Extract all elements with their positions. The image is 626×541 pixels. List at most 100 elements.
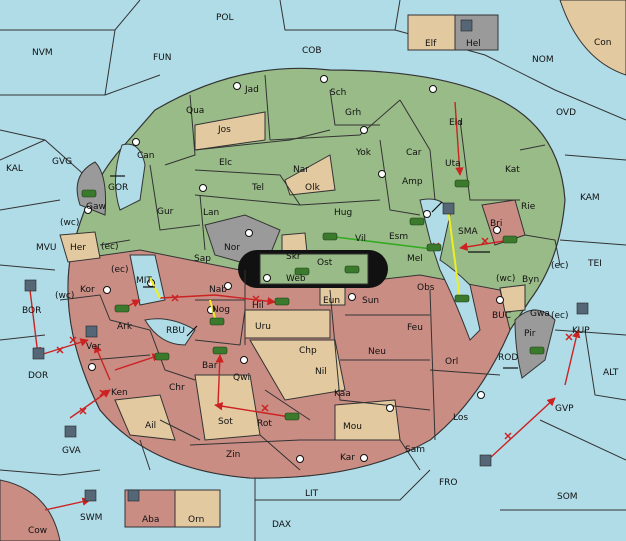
land-label-elc[interactable]: Elc: [219, 158, 232, 168]
sea-label-gvp[interactable]: GVP: [555, 404, 574, 414]
sea-label-mvu[interactable]: MVU: [36, 243, 57, 253]
land-label-chp[interactable]: Chp: [299, 346, 317, 356]
land-label-rot[interactable]: Rot: [257, 419, 272, 429]
sea-label-rbu[interactable]: RBU: [166, 326, 185, 336]
sea-label-tei[interactable]: TEI: [587, 259, 602, 269]
sea-label-alt[interactable]: ALT: [603, 368, 619, 378]
sea-label-cob[interactable]: COB: [302, 46, 322, 56]
land-label-ken[interactable]: Ken: [111, 388, 128, 398]
land-label-hil[interactable]: Hil: [252, 301, 264, 311]
sea-label-pol[interactable]: POL: [216, 13, 234, 23]
land-label-rie[interactable]: Rie: [521, 202, 536, 212]
sea-label-hel[interactable]: Hel: [466, 39, 481, 49]
sea-label-aba[interactable]: Aba: [142, 515, 159, 525]
land-label-ost[interactable]: Ost: [317, 258, 333, 268]
land-label-sam[interactable]: Sam: [405, 445, 425, 455]
land-label-sun[interactable]: Sun: [362, 296, 379, 306]
land-label-tel[interactable]: Tel: [251, 183, 264, 193]
sea-label-swm[interactable]: SWM: [80, 513, 102, 523]
land-label-eld[interactable]: Eld: [449, 118, 463, 128]
sea-label-kal[interactable]: KAL: [6, 164, 23, 174]
land-label-kar[interactable]: Kar: [340, 453, 355, 463]
land-label-uta[interactable]: Uta: [445, 159, 461, 169]
land-label-byn[interactable]: Byn: [522, 275, 539, 285]
land-label-mel[interactable]: Mel: [407, 254, 423, 264]
convoy-line-nog: [209, 299, 216, 319]
land-label-neu[interactable]: Neu: [368, 347, 386, 357]
land-label-skr[interactable]: Skr: [286, 252, 301, 262]
land-label-vil[interactable]: Vil: [355, 234, 366, 244]
sea-label-buc[interactable]: BUC: [492, 311, 511, 321]
sea-label-lit[interactable]: LIT: [305, 489, 319, 499]
sea-label-gvg[interactable]: GVG: [52, 157, 72, 167]
sea-label-rod[interactable]: ROD: [498, 353, 518, 363]
land-label-nar[interactable]: Nar: [293, 165, 309, 175]
land-label-uru[interactable]: Uru: [255, 322, 271, 332]
sea-label-gva[interactable]: GVA: [62, 446, 82, 456]
sea-label-som[interactable]: SOM: [557, 492, 578, 502]
sea-label-dax[interactable]: DAX: [272, 520, 291, 530]
land-label-gwa[interactable]: Gwa: [530, 309, 550, 319]
sea-label-fro[interactable]: FRO: [439, 478, 458, 488]
sea-label-orn[interactable]: Orn: [188, 515, 204, 525]
land-label-nor[interactable]: Nor: [224, 243, 240, 253]
sea-label-kup[interactable]: KUP: [572, 326, 590, 336]
sea-label-cow[interactable]: Cow: [28, 526, 47, 536]
land-label-web[interactable]: Web: [286, 274, 306, 284]
land-label-olk[interactable]: Olk: [305, 183, 321, 193]
land-label-nog[interactable]: Nog: [212, 305, 230, 315]
sea-label-elf[interactable]: Elf: [425, 39, 437, 49]
land-label-kat[interactable]: Kat: [505, 165, 520, 175]
land-label-gaw[interactable]: Gaw: [86, 202, 106, 212]
sea-label-dor[interactable]: DOR: [28, 371, 48, 381]
land-label-orl[interactable]: Orl: [445, 357, 458, 367]
land-label-los[interactable]: Los: [453, 413, 468, 423]
sea-label-nvm[interactable]: NVM: [32, 48, 53, 58]
land-label-qua[interactable]: Qua: [186, 106, 204, 116]
land-label-ark[interactable]: Ark: [117, 322, 133, 332]
land-label-jad[interactable]: Jad: [244, 85, 259, 95]
land-label-nab[interactable]: Nab: [209, 285, 227, 295]
support-line: [334, 236, 441, 251]
land-label-mou[interactable]: Mou: [343, 422, 362, 432]
land-label-kaa[interactable]: Kaa: [334, 389, 351, 399]
land-label-chr[interactable]: Chr: [169, 383, 185, 393]
land-label-yok[interactable]: Yok: [355, 148, 372, 158]
land-label-obs[interactable]: Obs: [417, 283, 435, 293]
land-label-bar[interactable]: Bar: [202, 361, 218, 371]
land-label-car[interactable]: Car: [406, 148, 422, 158]
sea-label-con[interactable]: Con: [594, 38, 612, 48]
sea-label-fun[interactable]: FUN: [153, 53, 172, 63]
land-label-hug[interactable]: Hug: [334, 208, 352, 218]
land-label-lan[interactable]: Lan: [203, 208, 219, 218]
land-label-sot[interactable]: Sot: [218, 417, 233, 427]
sea-label-bor[interactable]: BOR: [22, 306, 41, 316]
land-label-kor[interactable]: Kor: [80, 285, 95, 295]
land-label-ver[interactable]: Ver: [86, 342, 101, 352]
sea-label-gor[interactable]: GOR: [108, 183, 128, 193]
coast-mark: (wc): [496, 274, 515, 284]
land-label-pir[interactable]: Pir: [524, 329, 536, 339]
land-label-feu[interactable]: Feu: [407, 323, 423, 333]
land-label-gur[interactable]: Gur: [157, 207, 174, 217]
land-label-zin[interactable]: Zin: [226, 450, 240, 460]
land-label-qwi[interactable]: Qwi: [233, 373, 250, 383]
land-label-amp[interactable]: Amp: [402, 177, 423, 187]
land-label-jos[interactable]: Jos: [217, 125, 231, 135]
land-label-esm[interactable]: Esm: [389, 232, 408, 242]
land-label-ail[interactable]: Ail: [145, 421, 156, 431]
sea-label-nom[interactable]: NOM: [532, 55, 554, 65]
land-label-sch[interactable]: Sch: [330, 88, 346, 98]
sea-label-kam[interactable]: KAM: [580, 193, 600, 203]
land-label-bri[interactable]: Bri: [490, 219, 502, 229]
sea-label-sma[interactable]: SMA: [458, 227, 478, 237]
sea-label-ovd[interactable]: OVD: [556, 108, 576, 118]
land-label-eun[interactable]: Eun: [323, 296, 340, 306]
land-label-nil[interactable]: Nil: [315, 367, 327, 377]
land-label-sap[interactable]: Sap: [194, 254, 211, 264]
land-label-can[interactable]: Can: [137, 151, 155, 161]
coast-mark: (ec): [551, 311, 569, 321]
land-label-her[interactable]: Her: [70, 243, 86, 253]
land-label-grh[interactable]: Grh: [345, 108, 361, 118]
sea-label-mit[interactable]: MIT: [136, 276, 152, 286]
